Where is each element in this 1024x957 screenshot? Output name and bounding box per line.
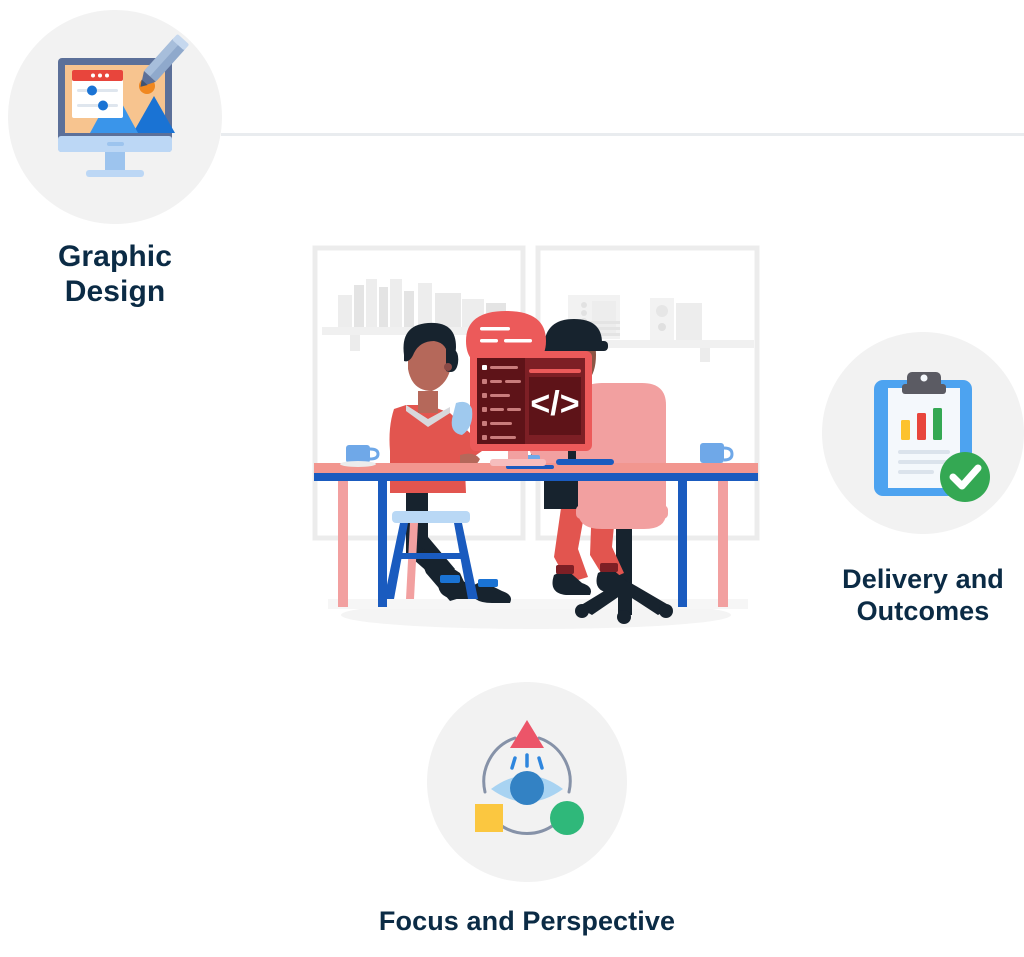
eye-focus-icon (475, 720, 584, 835)
delivery-outcomes-label-line1: Delivery and (842, 564, 1004, 594)
graphic-design-label: Graphic Design (57, 240, 173, 309)
stool (384, 511, 478, 599)
floor-shadow (328, 599, 748, 629)
team-coding-scene: </> (312, 245, 760, 629)
coffee-mug-left (340, 445, 380, 467)
monitor: </> (470, 351, 592, 466)
delivery-outcomes-label-line2: Outcomes (856, 595, 990, 626)
graphic-design-circle (8, 10, 222, 224)
office-chair-base (575, 513, 673, 624)
left-person-hand (451, 401, 473, 435)
clipboard-check-icon (874, 372, 990, 502)
node-delivery-outcomes[interactable]: Delivery and Outcomes (822, 332, 1024, 628)
monitor-design-icon (58, 34, 189, 177)
team-coding-illustration: </> (310, 243, 762, 643)
monitor-code-text: </> (530, 385, 579, 423)
right-shelf (542, 295, 754, 362)
node-focus-perspective[interactable]: Focus and Perspective (379, 682, 675, 938)
delivery-outcomes-circle (822, 332, 1024, 534)
coffee-mug-right (700, 443, 734, 463)
focus-perspective-label: Focus and Perspective (378, 906, 676, 936)
horizontal-connector-line (221, 133, 1024, 136)
node-graphic-design[interactable]: Graphic Design (8, 10, 222, 310)
focus-perspective-circle (427, 682, 627, 882)
delivery-outcomes-label: Delivery and Outcomes (822, 564, 1024, 628)
